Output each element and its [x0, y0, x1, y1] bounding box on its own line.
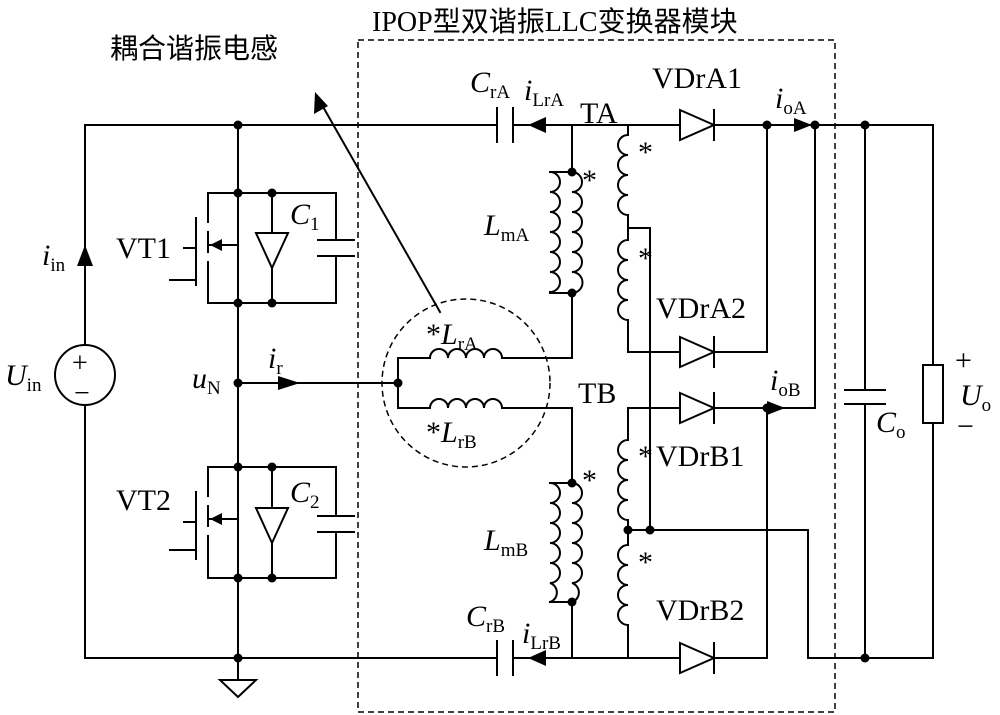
- input-current-label: iin: [42, 239, 66, 276]
- lmb-label: LmB: [483, 524, 528, 561]
- output-capacitor: [844, 124, 886, 659]
- output-load-resistor: [864, 124, 944, 659]
- resonant-current-label: ir: [268, 342, 283, 379]
- vdrb1-diode: [627, 124, 816, 425]
- vdra1-diode: [627, 108, 866, 142]
- output-minus-sign: −: [957, 410, 974, 443]
- ta-secondary-windings: [617, 124, 651, 531]
- lmb-dot: *: [582, 464, 597, 497]
- c2-label: C2: [290, 476, 320, 513]
- crb-label: CrB: [466, 600, 505, 637]
- ilrb-label: iLrB: [522, 617, 561, 654]
- co-label: Co: [876, 406, 906, 443]
- module-title: IPOP型双谐振LLC变换器模块: [372, 6, 738, 38]
- source-minus-sign: −: [74, 378, 90, 409]
- vdra2-diode: [627, 124, 768, 369]
- vdrb2-label: VDrB2: [656, 594, 744, 627]
- callout-label: 耦合谐振电感: [110, 33, 278, 65]
- ta-dot-1: *: [638, 136, 653, 169]
- cra-label: CrA: [470, 66, 510, 103]
- ilra-arrow: [528, 117, 546, 133]
- c1-label: C1: [290, 198, 320, 235]
- output-plus-sign: +: [955, 344, 972, 377]
- iob-arrow: [767, 401, 785, 415]
- vdra1-label: VDrA1: [652, 62, 742, 95]
- vt2-label: VT2: [116, 484, 171, 517]
- iob-label: ioB: [770, 364, 801, 401]
- tb-dot-1: *: [638, 440, 653, 473]
- lrb-label: *LrB: [426, 416, 477, 453]
- tb-dot-2: *: [638, 546, 653, 579]
- ilra-label: iLrA: [524, 74, 564, 111]
- lra-label: *LrA: [426, 318, 478, 355]
- ta-label: TA: [580, 97, 618, 130]
- resonant-current-arrow: [278, 376, 300, 390]
- c2-capacitor: [317, 515, 355, 533]
- input-voltage-source: + −: [54, 344, 116, 409]
- ta-dot-2: *: [638, 242, 653, 275]
- module-boundary: [357, 39, 836, 713]
- lmb-inductor: [548, 481, 583, 659]
- vdrb2-diode: [627, 407, 768, 675]
- midpoint-voltage-label: uN: [192, 362, 221, 399]
- vt2-mosfet: [169, 466, 239, 579]
- vt1-body-diode: [237, 192, 337, 304]
- input-current-arrow: [77, 245, 93, 266]
- coupled-inductor-outline: [381, 298, 551, 468]
- lma-label: LmA: [483, 209, 529, 246]
- tb-label: TB: [578, 377, 616, 410]
- vt1-label: VT1: [116, 232, 171, 265]
- callout-pointer: [320, 103, 442, 314]
- input-wiring: [84, 124, 498, 659]
- output-voltage-label: Uo: [960, 379, 991, 416]
- lma-dot: *: [582, 164, 597, 197]
- ioa-arrow: [794, 118, 812, 132]
- vt2-body-diode: [237, 466, 337, 579]
- crb-capacitor: [496, 640, 629, 676]
- ilrb-arrow: [528, 650, 546, 666]
- ioa-label: ioA: [775, 82, 807, 119]
- tb-secondary-windings: [617, 407, 866, 659]
- lma-inductor: [548, 124, 584, 295]
- input-voltage-label: Uin: [5, 359, 42, 396]
- c1-capacitor: [317, 239, 355, 257]
- source-plus-sign: +: [72, 348, 88, 379]
- vdra2-label: VDrA2: [656, 292, 746, 325]
- ground-symbol: [217, 657, 259, 699]
- coupled-resonant-inductor: [397, 292, 573, 484]
- vdrb1-label: VDrB1: [656, 440, 744, 473]
- vt1-mosfet: [169, 192, 239, 304]
